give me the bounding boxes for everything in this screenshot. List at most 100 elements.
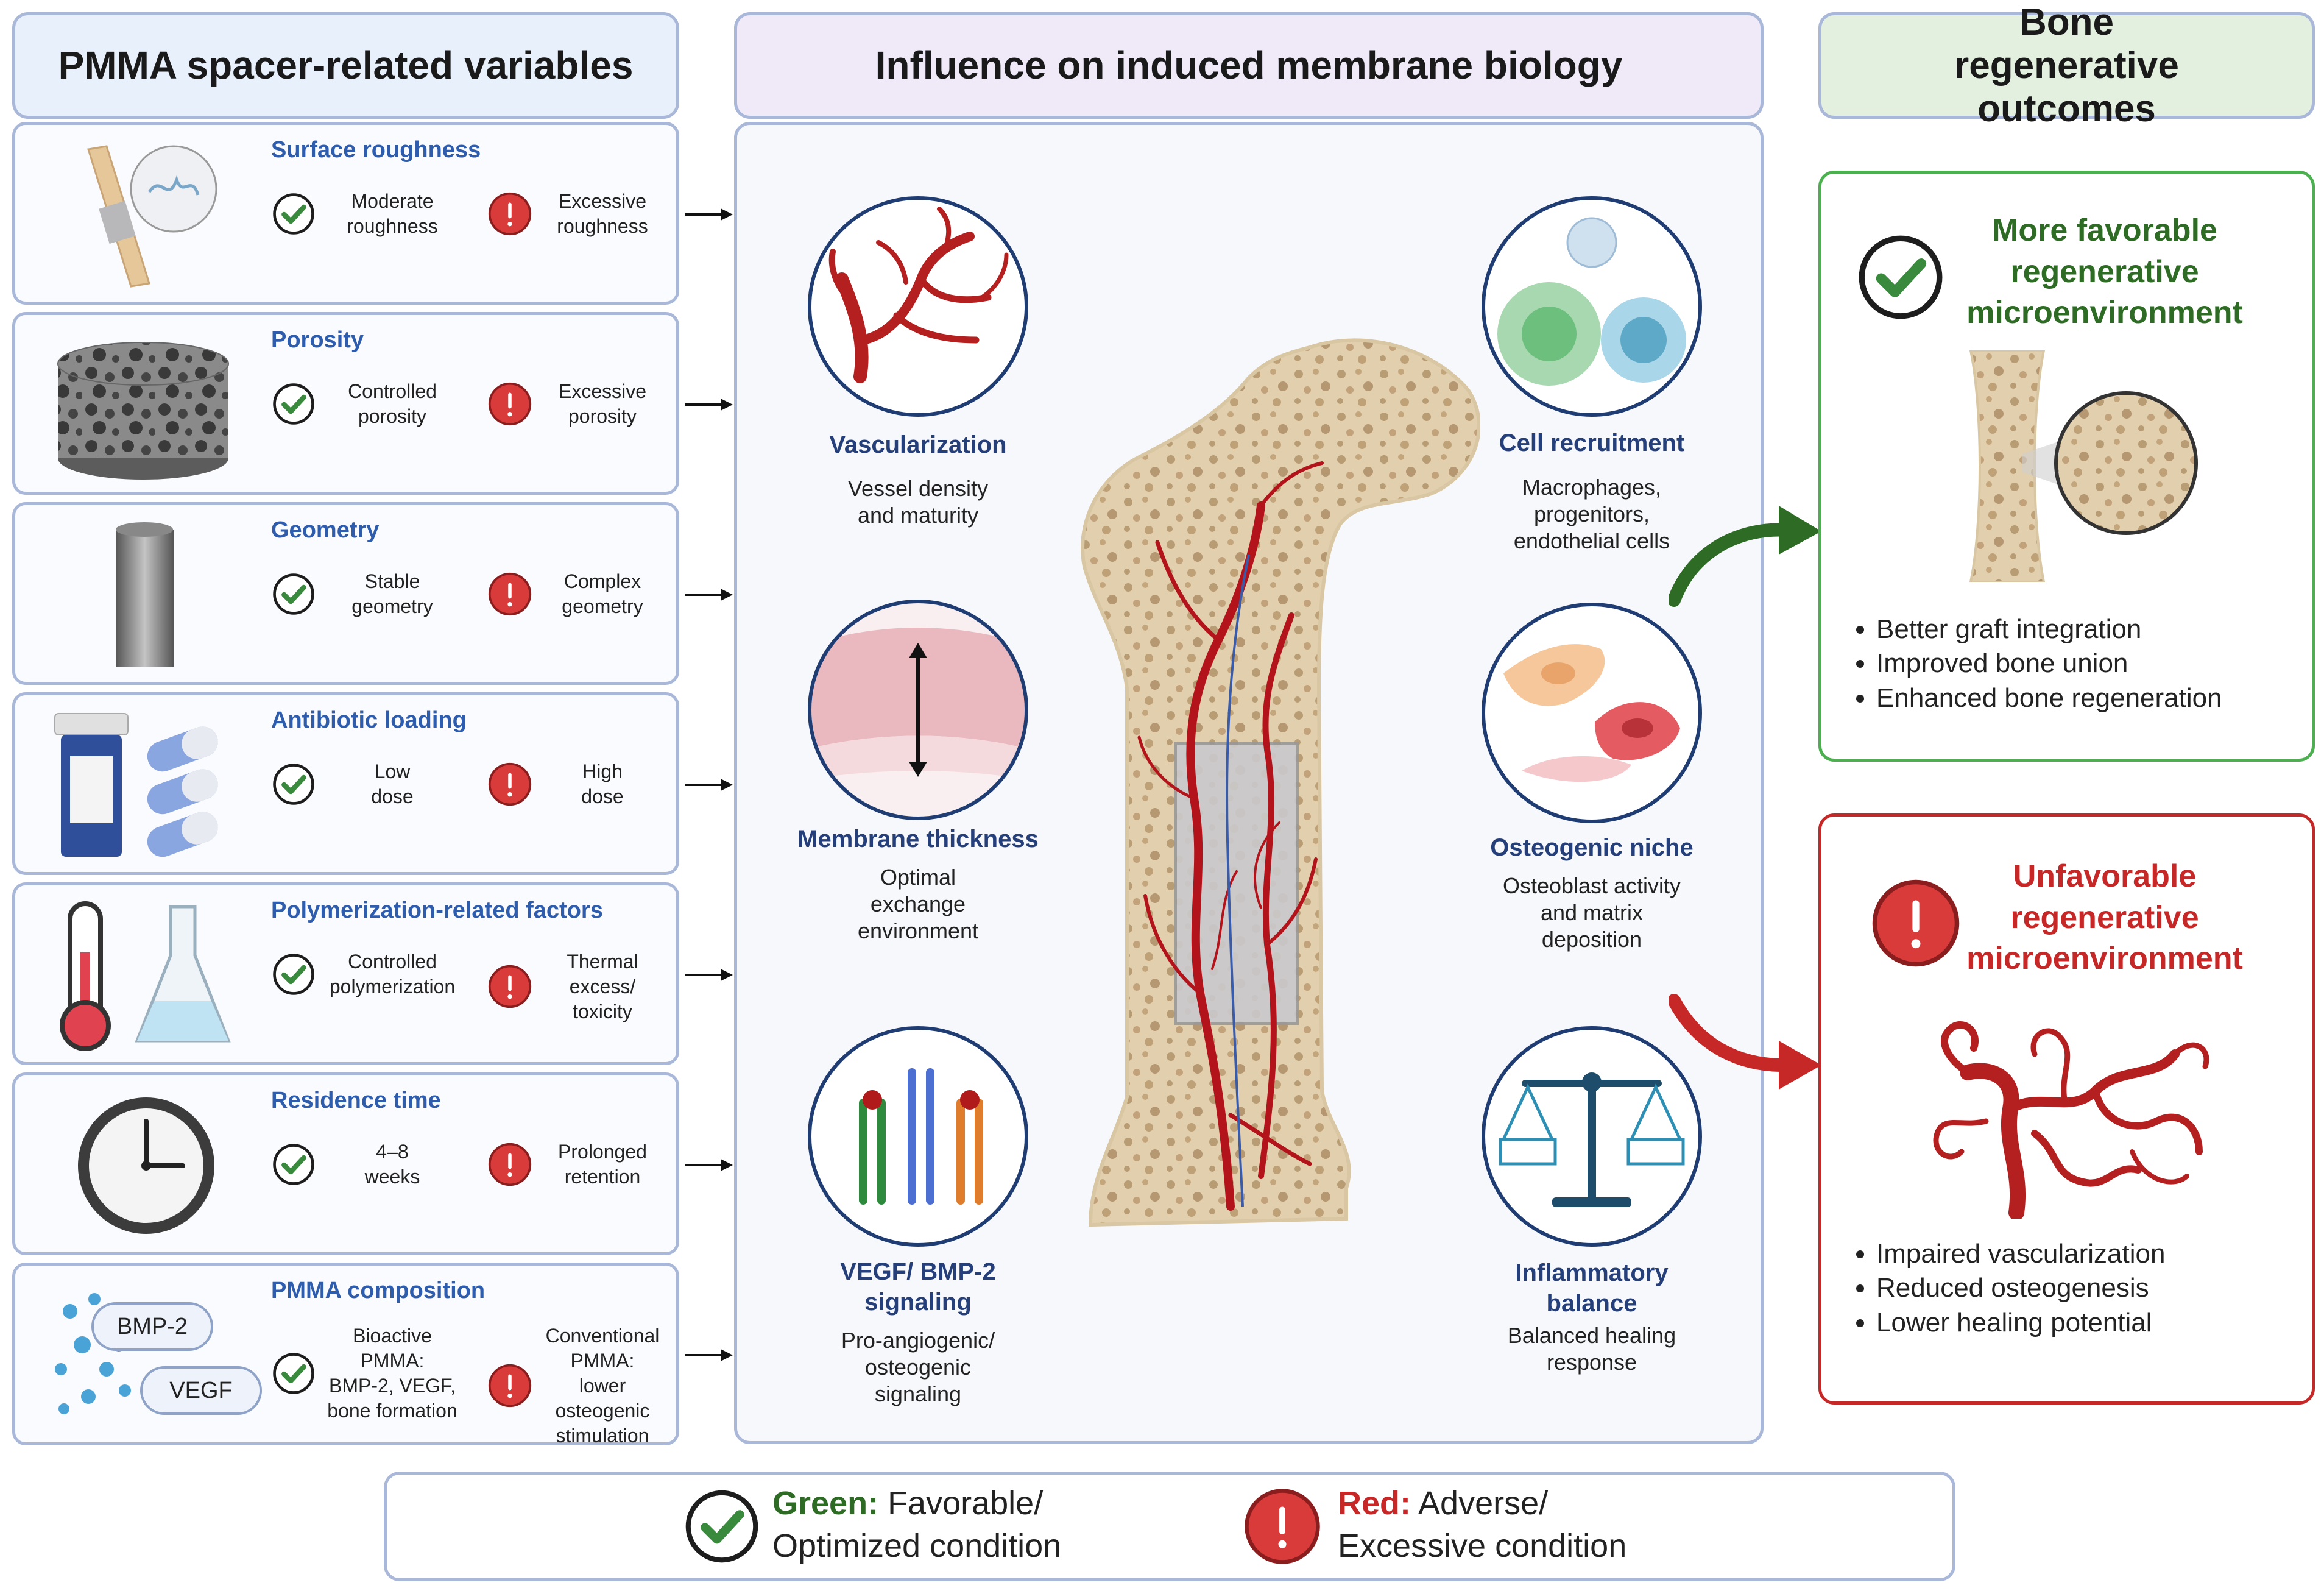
signaling-title: VEGF/ BMP-2 signaling xyxy=(840,1258,996,1316)
unfavorable-bullet: Lower healing potential xyxy=(1876,1306,2324,1340)
favorable-option-text: Stable geometry xyxy=(351,570,433,617)
clock-illustration xyxy=(46,1088,241,1243)
header-spacer-variables-text: PMMA spacer-related variables xyxy=(58,43,634,87)
legend-red: Red: Adverse/ Excessive condition xyxy=(1338,1482,1626,1567)
alert-icon xyxy=(487,1363,532,1408)
favorable-bullet: Enhanced bone regeneration xyxy=(1876,681,2324,715)
adverse-option-text: Excessive porosity xyxy=(558,380,647,427)
vascularization-desc: Vessel density and maturity xyxy=(847,476,989,528)
alert-icon xyxy=(487,572,532,617)
cell-recruitment-icon xyxy=(1482,196,1702,417)
favorable-option-text: 4–8 weeks xyxy=(364,1141,420,1188)
vascularization-title: Vascularization xyxy=(829,431,1007,458)
favorable-bullet: Better graft integration xyxy=(1876,612,2324,647)
check-icon xyxy=(271,952,316,997)
check-icon xyxy=(271,1142,316,1187)
signaling-receptor-icon xyxy=(808,1026,1028,1247)
flow-arrow xyxy=(685,205,734,224)
check-icon xyxy=(271,762,316,807)
thermometer-and-flask-illustration xyxy=(46,898,241,1053)
growth-factor-tag: VEGF xyxy=(140,1366,262,1415)
cell-recruitment-desc: Macrophages, progenitors, endothelial ce… xyxy=(1513,475,1670,553)
alert-icon xyxy=(487,191,532,236)
check-icon xyxy=(271,1351,316,1396)
favorable-option-text: Controlled polymerization xyxy=(329,951,456,997)
check-icon xyxy=(271,572,316,617)
unfavorable-bullet: Impaired vascularization xyxy=(1876,1237,2324,1271)
adverse-option-text: Conventional PMMA: lower osteogenic stim… xyxy=(545,1325,660,1447)
adverse-option-text: High dose xyxy=(581,760,624,807)
flow-arrow xyxy=(685,1346,734,1364)
adverse-option-text: Thermal excess/ toxicity xyxy=(567,951,638,1022)
favorable-option: Stable geometry xyxy=(271,569,468,619)
favorable-option-text: Controlled porosity xyxy=(348,380,437,427)
legend-red-text-2: Excessive condition xyxy=(1338,1528,1627,1565)
adverse-option: Complex geometry xyxy=(487,569,673,619)
growth-factor-tag: BMP-2 xyxy=(91,1302,213,1351)
variable-title: Geometry xyxy=(271,517,380,543)
adverse-option: Excessive roughness xyxy=(487,189,673,239)
vein-line xyxy=(1226,554,1250,1207)
osteogenic-niche-desc: Osteoblast activity and matrix depositio… xyxy=(1502,873,1681,952)
flow-arrow xyxy=(685,966,734,984)
alert-icon xyxy=(487,381,532,427)
alert-icon xyxy=(487,1142,532,1187)
adverse-option: Thermal excess/ toxicity xyxy=(487,949,673,1024)
signaling-desc: Pro-angiogenic/ osteogenic signaling xyxy=(841,1328,995,1406)
check-icon xyxy=(271,191,316,236)
inflammatory-balance-title: Inflammatory balance xyxy=(1515,1260,1669,1317)
adverse-option: Conventional PMMA: lower osteogenic stim… xyxy=(487,1323,673,1448)
favorable-outcome-title: More favorable regenerative microenviron… xyxy=(1966,213,2243,331)
header-membrane-biology: Influence on induced membrane biology xyxy=(734,12,1764,119)
osteogenic-niche-icon xyxy=(1482,603,1702,823)
legend-red-text: Adverse/ xyxy=(1411,1485,1549,1522)
adverse-option: High dose xyxy=(487,759,673,809)
header-spacer-variables: PMMA spacer-related variables xyxy=(12,12,679,119)
header-membrane-biology-text: Influence on induced membrane biology xyxy=(875,43,1623,87)
favorable-option-text: Bioactive PMMA: BMP-2, VEGF, bone format… xyxy=(327,1325,457,1422)
flow-arrow xyxy=(685,586,734,604)
legend-green-text: Favorable/ xyxy=(878,1485,1044,1522)
adverse-option: Excessive porosity xyxy=(487,379,673,429)
femur-with-spacer-illustration xyxy=(1081,338,1480,1227)
healed-bone-illustration xyxy=(1969,350,2198,582)
variable-title: Polymerization-related factors xyxy=(271,898,603,923)
favorable-option: Controlled porosity xyxy=(271,379,468,429)
disordered-vessels-illustration xyxy=(1933,1021,2209,1219)
favorable-curved-arrow xyxy=(1669,506,1821,607)
favorable-check-icon xyxy=(1855,232,1946,323)
legend-box xyxy=(384,1472,1955,1581)
adverse-option: Prolonged retention xyxy=(487,1139,673,1189)
adverse-option-text: Excessive roughness xyxy=(557,190,648,237)
favorable-option: Low dose xyxy=(271,759,468,809)
adverse-option-text: Complex geometry xyxy=(562,570,643,617)
variable-title: Porosity xyxy=(271,327,364,353)
favorable-option: Bioactive PMMA: BMP-2, VEGF, bone format… xyxy=(271,1323,468,1423)
pill-bottle-and-capsules-illustration xyxy=(46,707,241,863)
header-bone-outcomes: Bone regenerative outcomes xyxy=(1818,1,2315,130)
check-icon xyxy=(271,381,316,427)
favorable-option: Controlled polymerization xyxy=(271,949,468,999)
unfavorable-bullet: Reduced osteogenesis xyxy=(1876,1271,2324,1305)
variable-title: PMMA composition xyxy=(271,1278,486,1303)
legend-red-label: Red: xyxy=(1338,1485,1411,1522)
vascularization-icon xyxy=(808,196,1028,417)
legend-alert-icon xyxy=(1243,1487,1322,1566)
favorable-option: Moderate roughness xyxy=(271,189,468,239)
membrane-thickness-desc: Optimal exchange environment xyxy=(857,865,979,943)
flow-arrow xyxy=(685,1156,734,1174)
variable-title: Surface roughness xyxy=(271,137,481,163)
flow-arrow xyxy=(685,776,734,794)
favorable-bullets: Better graft integration Improved bone u… xyxy=(1845,612,2324,715)
alert-icon xyxy=(487,964,532,1009)
favorable-bullet: Improved bone union xyxy=(1876,647,2324,681)
favorable-option-text: Low dose xyxy=(371,760,414,807)
unfavorable-curved-arrow xyxy=(1669,994,1821,1090)
flow-arrow xyxy=(685,395,734,414)
